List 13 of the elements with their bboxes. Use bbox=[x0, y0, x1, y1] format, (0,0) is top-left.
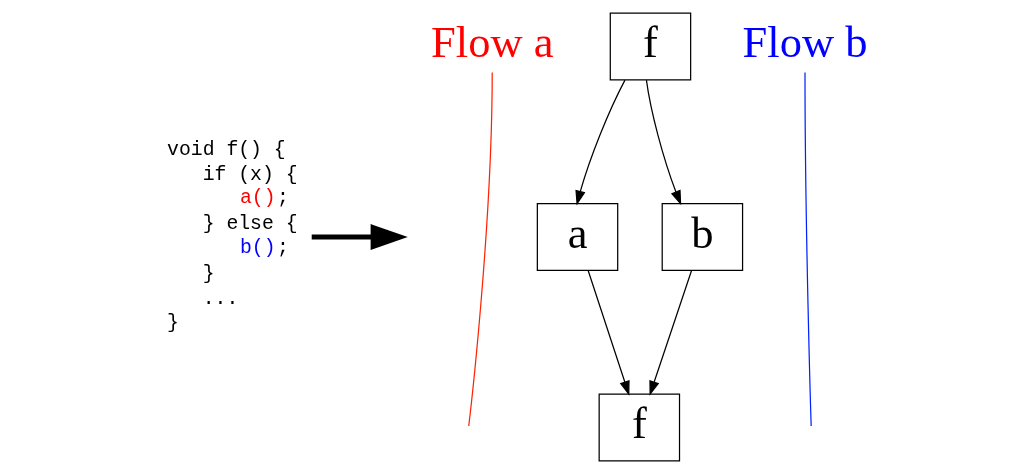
node-box: b bbox=[661, 203, 744, 271]
arrow bbox=[587, 269, 630, 396]
node-box: f bbox=[598, 393, 681, 462]
arrow bbox=[575, 79, 626, 206]
arrow bbox=[649, 269, 693, 396]
connector bbox=[804, 71, 812, 427]
node-text: void f() { if (x) { a(); } else { b(); } ... } bbox=[167, 139, 298, 335]
arrow bbox=[645, 79, 682, 206]
node-box: f bbox=[609, 12, 692, 81]
node-text: Flow b bbox=[742, 17, 868, 68]
connector bbox=[468, 71, 493, 427]
node-text: Flow a bbox=[431, 17, 554, 68]
node-box: a bbox=[536, 203, 619, 271]
